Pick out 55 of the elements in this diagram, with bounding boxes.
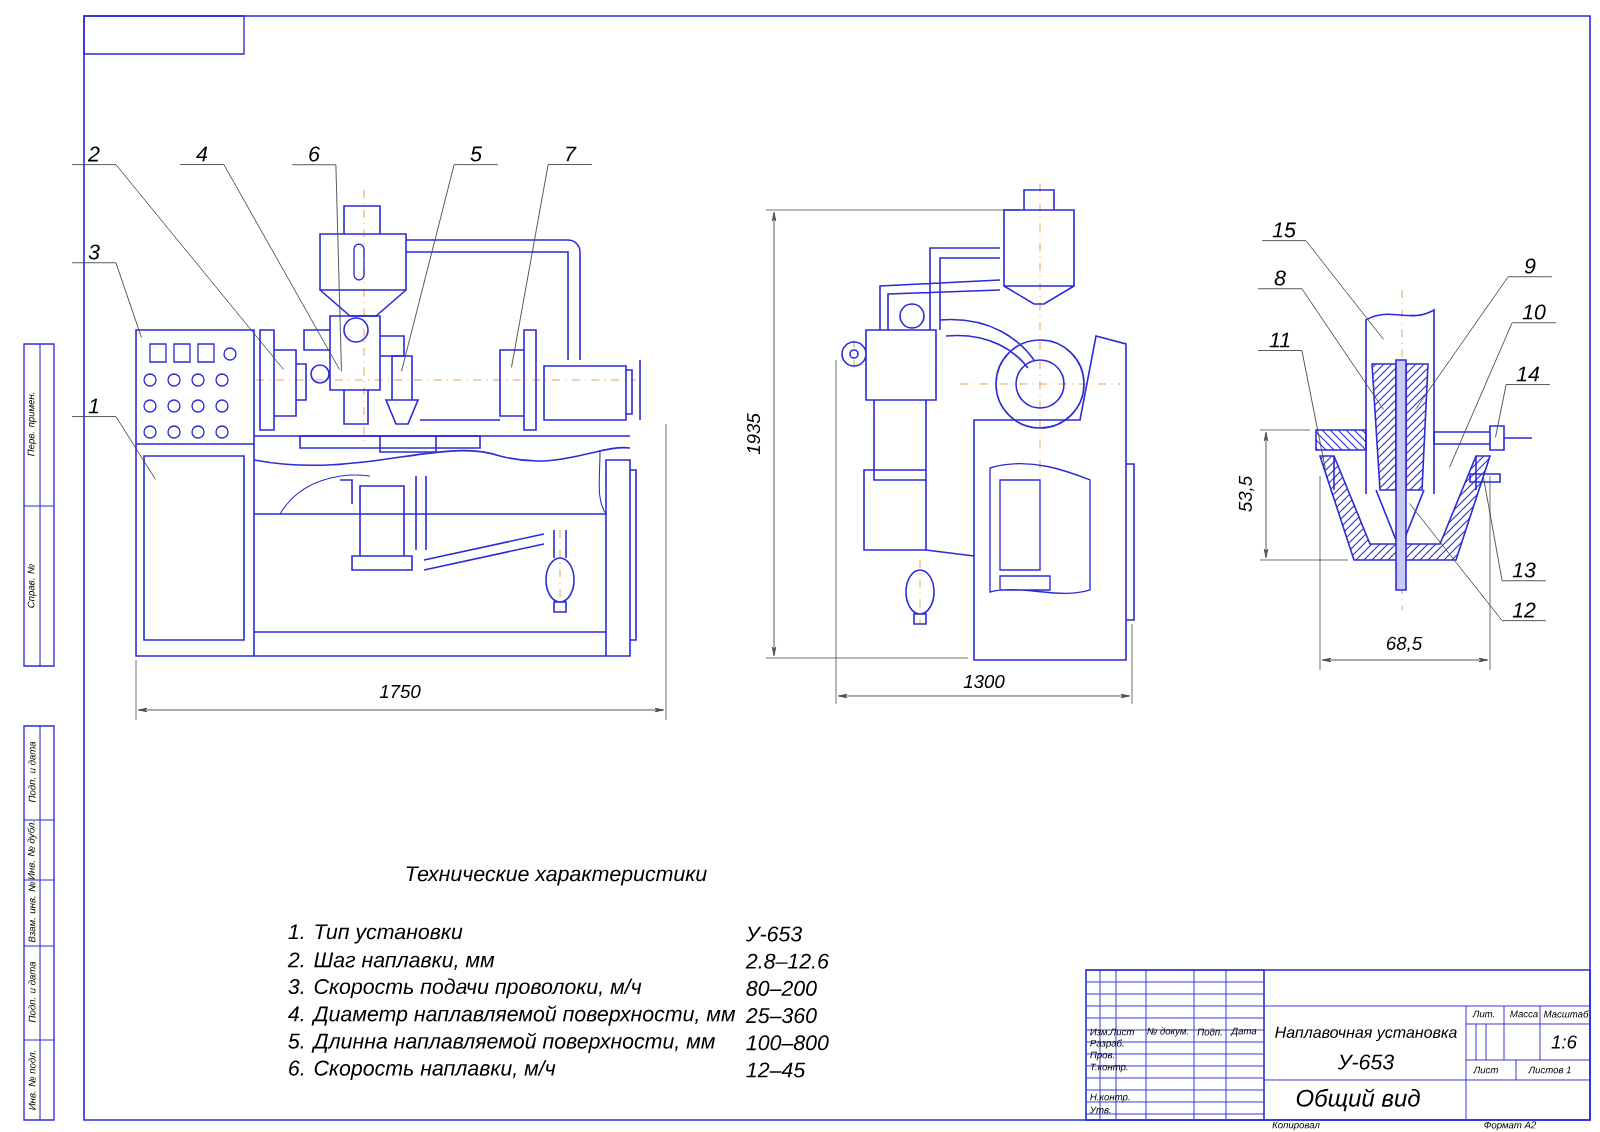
- spec-value: 100–800: [746, 1035, 829, 1051]
- leader-line: [179, 164, 340, 370]
- spec-text: 3. Скорость подачи проволоки, м/ч: [288, 978, 642, 999]
- drawing-subtitle: Общий вид: [1296, 1088, 1420, 1112]
- callout-number: 13: [1512, 562, 1536, 578]
- dimension-label: 1750: [379, 684, 421, 699]
- leader-line: [291, 164, 342, 372]
- side-view-drawing: [841, 183, 1135, 661]
- dimension-label: 68,5: [1386, 636, 1423, 653]
- leader-line: [71, 416, 156, 480]
- spec-text: 6. Скорость наплавки, м/ч: [289, 1060, 556, 1080]
- leader-line: [1495, 384, 1551, 438]
- spec-value: 25–360: [745, 1008, 817, 1024]
- leader-line: [1415, 276, 1553, 410]
- callout-number: 1: [88, 398, 99, 414]
- leader-line: [1257, 350, 1326, 470]
- callout-number: 7: [566, 146, 577, 162]
- spec-text: 2. Шаг наплавки, мм: [287, 952, 495, 970]
- leader-line: [1449, 322, 1557, 468]
- front-view-drawing: [135, 189, 641, 657]
- callout-number: 4: [196, 146, 208, 162]
- drawing-title: У-653: [1337, 1054, 1394, 1070]
- leader-line: [511, 164, 593, 368]
- callout-number: 2: [87, 146, 100, 162]
- scale-value: 1:6: [1551, 1035, 1577, 1049]
- spec-value: У-653: [745, 926, 802, 942]
- leader-line: [1409, 503, 1547, 622]
- dimension-label: 1935: [746, 413, 761, 455]
- callout-number: 5: [470, 146, 482, 162]
- spec-value: 2.8–12.6: [745, 953, 829, 969]
- table-heading: Технические характеристики: [406, 866, 707, 886]
- callout-number: 14: [1516, 366, 1540, 382]
- callout-number: 8: [1274, 270, 1286, 286]
- spec-value: 80–200: [746, 980, 817, 996]
- callout-number: 12: [1512, 602, 1536, 618]
- callout-number: 11: [1269, 332, 1290, 348]
- nozzle-section-drawing: [1405, 363, 1429, 491]
- nozzle-section-drawing: [1315, 425, 1533, 451]
- callout-number: 15: [1272, 222, 1296, 238]
- spec-text: 1. Тип установки: [288, 924, 463, 944]
- callout-number: 9: [1524, 258, 1536, 274]
- dimension-label: 53,5: [1238, 475, 1255, 512]
- callout-number: 6: [309, 146, 320, 162]
- leader-line: [401, 164, 499, 372]
- spec-value: 12–45: [746, 1062, 806, 1078]
- drawing-title: Наплавочная установка: [1275, 1026, 1457, 1042]
- callout-number: 10: [1522, 304, 1546, 320]
- leader-line: [1257, 288, 1384, 410]
- leader-line: [1261, 240, 1384, 340]
- callout-number: 3: [88, 244, 100, 260]
- spec-text: 4. Диаметр наплавляемой поверхности, мм: [288, 1005, 736, 1026]
- leader-line: [1483, 477, 1547, 582]
- spec-text: 5. Длинна наплавляемой поверхности, мм: [288, 1032, 715, 1053]
- leader-line: [71, 164, 284, 370]
- leader-line: [71, 262, 142, 338]
